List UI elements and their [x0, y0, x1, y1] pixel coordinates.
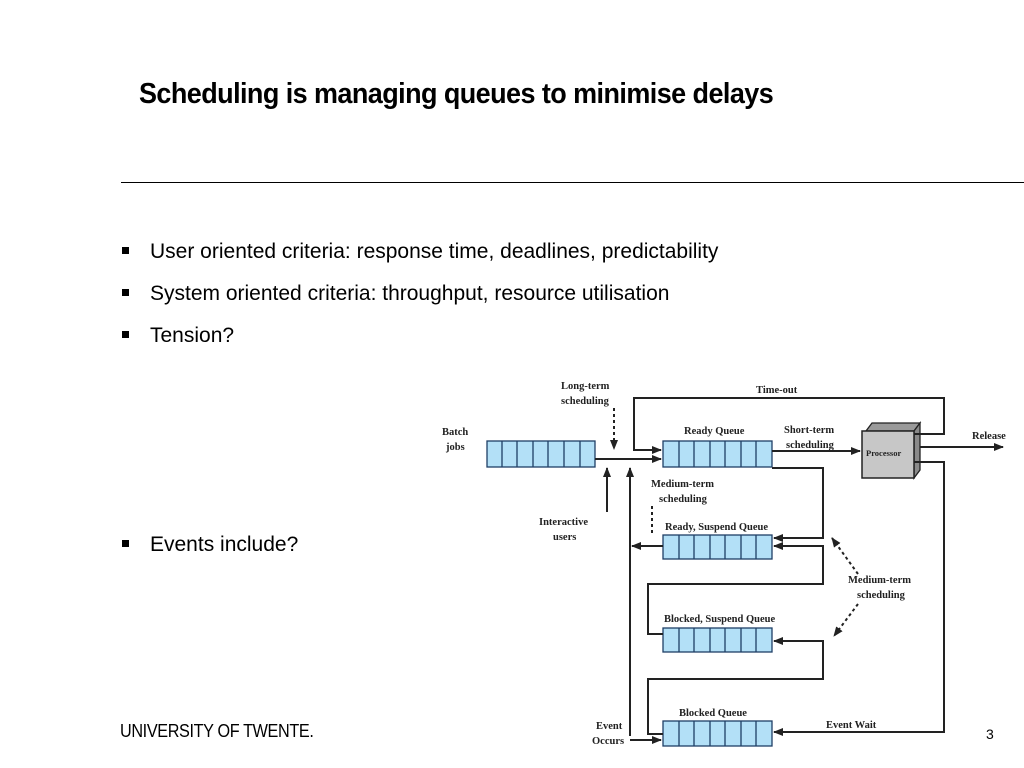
bullet-text: Tension? — [150, 324, 235, 347]
bullet-item: System oriented criteria: throughput, re… — [122, 282, 669, 306]
bullet-marker — [122, 247, 129, 254]
batch-jobs-label: Batch jobs — [442, 427, 471, 453]
blocked-suspend-queue-label: Blocked, Suspend Queue — [664, 614, 775, 625]
bullet-item: Events include? — [122, 533, 298, 557]
page-number: 3 — [986, 726, 994, 742]
processor-label: Processor — [866, 448, 901, 458]
title-divider — [121, 182, 1024, 183]
batch-queue — [486, 440, 596, 468]
release-label: Release — [972, 431, 1006, 442]
interactive-users-label: Interactive users — [539, 517, 591, 543]
event-occurs-label: Event Occurs — [592, 721, 625, 747]
bullet-marker — [122, 540, 129, 547]
bullet-item: User oriented criteria: response time, d… — [122, 240, 718, 264]
ready-suspend-queue — [662, 534, 773, 560]
blocked-queue-label: Blocked Queue — [679, 708, 747, 719]
ready-queue — [662, 440, 773, 468]
medium-term-scheduling-label: Medium-term scheduling — [848, 575, 914, 601]
ready-queue-label: Ready Queue — [684, 426, 745, 437]
medium-term-scheduling-label: Medium-term scheduling — [651, 479, 717, 505]
time-out-label: Time-out — [756, 385, 798, 396]
slide-title: Scheduling is managing queues to minimis… — [139, 78, 774, 110]
bullet-marker — [122, 289, 129, 296]
bullet-item: Tension? — [122, 324, 234, 348]
short-term-scheduling-label: Short-term scheduling — [784, 425, 837, 451]
ready-suspend-queue-label: Ready, Suspend Queue — [665, 522, 768, 533]
bullet-text: Events include? — [150, 533, 299, 556]
blocked-suspend-queue — [662, 627, 773, 653]
university-logo: UNIVERSITY OF TWENTE. — [120, 721, 314, 741]
blocked-queue — [662, 720, 773, 747]
event-wait-label: Event Wait — [826, 720, 877, 731]
bullet-text: System oriented criteria: throughput, re… — [150, 282, 670, 305]
long-term-scheduling-label: Long-term scheduling — [561, 381, 612, 407]
bullet-text: User oriented criteria: response time, d… — [150, 240, 719, 263]
processor-box: Processor — [861, 421, 922, 480]
bullet-marker — [122, 331, 129, 338]
